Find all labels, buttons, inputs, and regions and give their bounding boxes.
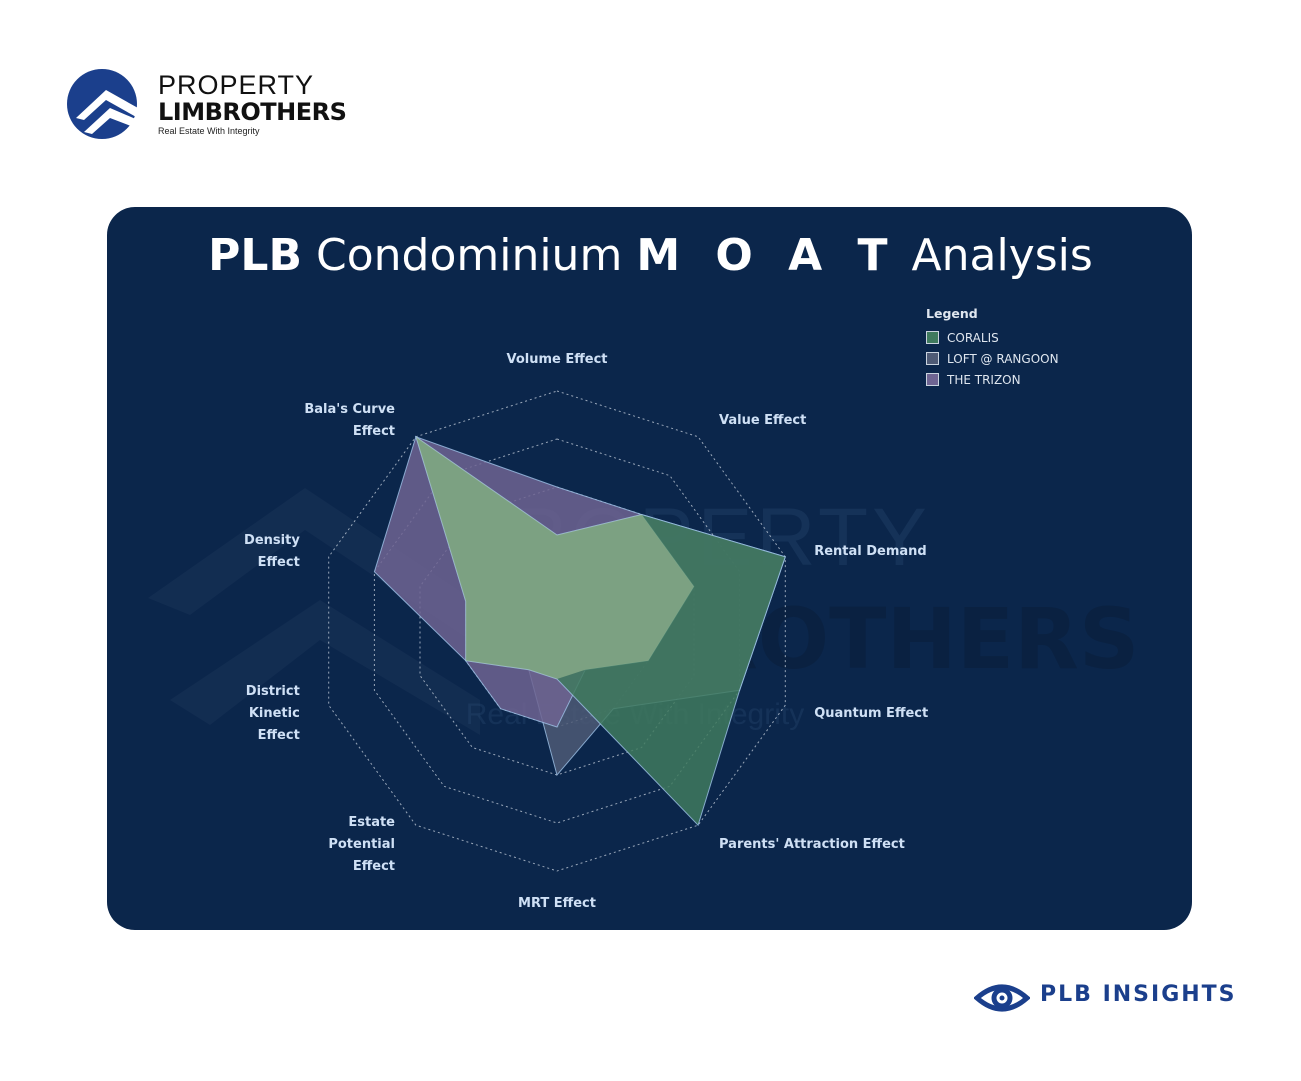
legend-label: LOFT @ RANGOON — [947, 351, 1059, 366]
axis-label-line: Kinetic — [249, 706, 300, 721]
title-plb: PLB — [208, 230, 302, 281]
axis-label-line: Quantum Effect — [814, 706, 928, 721]
axis-label: Volume Effect — [506, 352, 607, 367]
title-analysis: Analysis — [911, 230, 1093, 281]
legend-item: CORALIS — [926, 327, 1059, 348]
legend-items: CORALIS LOFT @ RANGOON THE TRIZON — [926, 327, 1059, 390]
axis-label-line: Parents' Attraction Effect — [719, 837, 905, 852]
legend: Legend CORALIS LOFT @ RANGOON THE TRIZON — [926, 306, 1059, 390]
logo-icon — [67, 69, 138, 139]
legend-label: CORALIS — [947, 330, 999, 345]
axis-label: Value Effect — [719, 413, 806, 428]
axis-label-line: Bala's Curve — [304, 402, 395, 417]
axis-label-line: Effect — [258, 728, 300, 743]
axis-label-line: Estate — [348, 815, 395, 830]
axis-label: Quantum Effect — [814, 706, 928, 721]
radar-series — [373, 435, 786, 827]
chart-title: PLB Condominium M O A T Analysis — [0, 226, 1301, 286]
axis-label-line: Density — [244, 533, 300, 548]
axis-label-line: Volume Effect — [506, 352, 607, 367]
legend-swatch — [926, 331, 939, 344]
axis-label-line: Effect — [353, 424, 395, 439]
series-overlap — [415, 436, 694, 679]
axis-label-line: Value Effect — [719, 413, 806, 428]
legend-item: THE TRIZON — [926, 369, 1059, 390]
legend-title: Legend — [926, 306, 978, 321]
brand-logo: PROPERTY LIMBROTHERS Real Estate With In… — [66, 68, 386, 148]
grid-ring — [328, 390, 786, 872]
legend-label: THE TRIZON — [947, 372, 1021, 387]
axis-label-line: Rental Demand — [814, 544, 927, 559]
brand-name-line2: LIMBROTHERS — [158, 98, 347, 126]
axis-label: Parents' Attraction Effect — [719, 837, 905, 852]
axis-label-line: Effect — [258, 555, 300, 570]
axis-label-line: District — [246, 684, 300, 699]
footer-brand: PLB INSIGHTS — [973, 980, 1244, 1016]
axis-label: MRT Effect — [518, 896, 596, 911]
legend-item: LOFT @ RANGOON — [926, 348, 1059, 369]
watermark-house-lower — [170, 600, 480, 735]
axis-label-line: MRT Effect — [518, 896, 596, 911]
legend-swatch — [926, 352, 939, 365]
axis-label-line: Potential — [328, 837, 395, 852]
title-condominium: Condominium — [315, 230, 623, 281]
eye-icon — [973, 984, 1031, 1012]
legend-swatch — [926, 373, 939, 386]
axis-label-line: Effect — [353, 859, 395, 874]
footer-label: PLB INSIGHTS — [1040, 982, 1237, 1007]
brand-name-line1: PROPERTY — [158, 70, 315, 100]
title-moat: M O A T — [636, 230, 898, 281]
axis-label: Rental Demand — [814, 544, 927, 559]
brand-tagline: Real Estate With Integrity — [158, 126, 260, 136]
